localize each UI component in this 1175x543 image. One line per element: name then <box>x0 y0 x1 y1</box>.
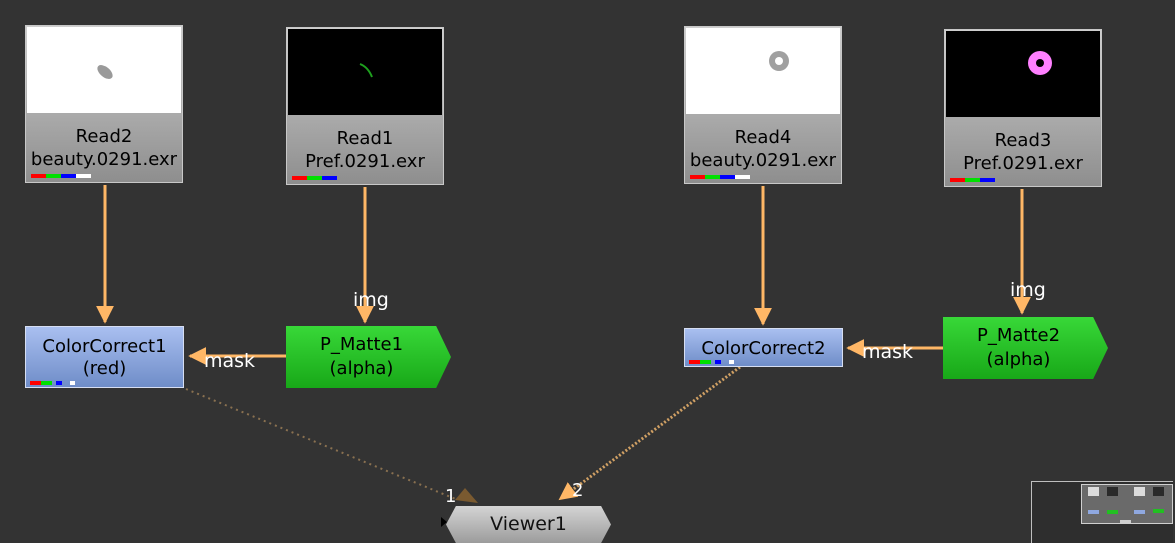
viewer1-node[interactable]: Viewer1 <box>446 506 611 543</box>
read1-file: Pref.0291.exr <box>305 151 425 172</box>
p-matte2-sub: (alpha) <box>986 349 1051 370</box>
read2-node[interactable]: Read2 beauty.0291.exr <box>25 25 183 183</box>
read3-file: Pref.0291.exr <box>963 153 1083 174</box>
viewer-input-1-label: 1 <box>445 486 457 507</box>
read3-thumbnail <box>946 31 1100 117</box>
thumbnail-blob-icon <box>97 65 113 79</box>
mask-input-label-colorcorrect2: mask <box>862 341 914 363</box>
read2-thumbnail <box>27 27 181 113</box>
read4-thumbnail <box>686 28 840 114</box>
read1-node[interactable]: Read1 Pref.0291.exr <box>286 27 444 185</box>
minimap-node <box>1088 487 1099 496</box>
minimap-node <box>1153 509 1164 513</box>
p-matte1-sub: (alpha) <box>329 358 394 379</box>
read4-node[interactable]: Read4 beauty.0291.exr <box>684 26 842 184</box>
minimap-node <box>1107 487 1118 496</box>
img-input-label-p-matte1: img <box>353 289 389 311</box>
viewer-input-1-arrow[interactable] <box>455 488 478 503</box>
channel-indicator <box>30 381 75 385</box>
channel-indicator <box>292 176 337 180</box>
read3-node[interactable]: Read3 Pref.0291.exr <box>944 29 1102 187</box>
p-matte1-name: P_Matte1 <box>319 334 404 355</box>
read2-file: beauty.0291.exr <box>30 149 178 170</box>
read3-name: Read3 <box>994 130 1052 151</box>
pipe-colorcorrect1-to-viewer1[interactable] <box>185 388 459 501</box>
colorcorrect1-node[interactable]: ColorCorrect1 (red) <box>25 326 184 388</box>
read4-file: beauty.0291.exr <box>689 150 837 171</box>
colorcorrect1-sub: (red) <box>82 358 127 379</box>
pipe-colorcorrect2-to-viewer1[interactable] <box>558 365 741 501</box>
channel-indicator <box>950 178 995 182</box>
colorcorrect1-name: ColorCorrect1 <box>42 336 167 357</box>
viewer-input-2-label: 2 <box>572 480 584 501</box>
thumbnail-arc-icon <box>359 63 373 78</box>
viewer-input-marker-icon <box>441 517 447 527</box>
p-matte1-node[interactable]: P_Matte1 (alpha) <box>286 326 451 388</box>
minimap-node <box>1134 487 1145 496</box>
thumbnail-ring-icon <box>769 51 789 71</box>
minimap-node <box>1107 510 1118 514</box>
p-matte2-node[interactable]: P_Matte2 (alpha) <box>943 317 1108 379</box>
img-input-label-p-matte2: img <box>1010 279 1046 301</box>
read1-thumbnail <box>288 29 442 115</box>
thumbnail-ring-icon <box>1028 51 1052 75</box>
colorcorrect2-name: ColorCorrect2 <box>701 338 826 359</box>
mask-input-label-colorcorrect1: mask <box>204 350 256 372</box>
viewer1-name: Viewer1 <box>490 513 567 535</box>
channel-indicator <box>690 175 750 179</box>
read2-name: Read2 <box>75 126 133 147</box>
channel-indicator <box>31 174 91 178</box>
minimap-node <box>1120 520 1131 523</box>
read1-name: Read1 <box>336 128 394 149</box>
read4-name: Read4 <box>734 127 792 148</box>
minimap-node <box>1088 510 1099 514</box>
minimap-node <box>1153 487 1164 496</box>
colorcorrect2-node[interactable]: ColorCorrect2 <box>684 328 843 367</box>
minimap-viewport[interactable] <box>1081 484 1173 524</box>
minimap-node <box>1134 510 1145 514</box>
channel-indicator <box>689 360 734 364</box>
p-matte2-name: P_Matte2 <box>976 325 1061 346</box>
navigator-minimap[interactable] <box>1031 481 1173 543</box>
